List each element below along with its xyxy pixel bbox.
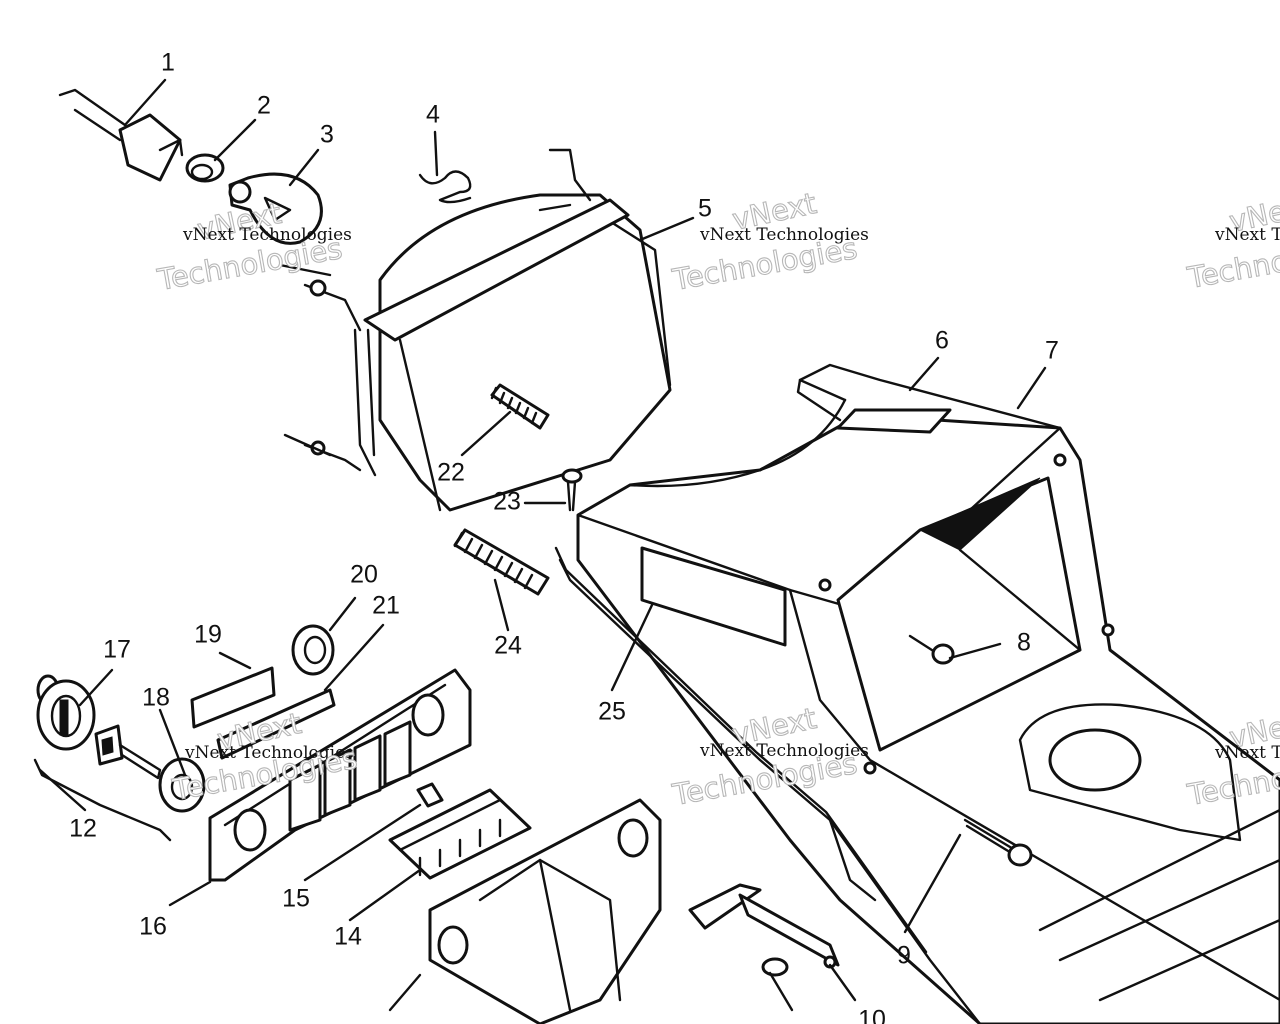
callout-20: 20 <box>350 561 378 589</box>
callout-18: 18 <box>142 684 170 712</box>
spring-upper <box>490 383 550 430</box>
callout-19: 19 <box>194 621 222 649</box>
watermark-company: vNext Technologies <box>182 225 352 245</box>
watermark-company: vNext Technologies <box>1214 225 1280 245</box>
callout-9: 9 <box>897 942 911 970</box>
watermark-6: vNext vNext Technologies Technologies <box>1184 703 1280 812</box>
callout-16: 16 <box>139 913 167 941</box>
callout-25: 25 <box>598 698 626 726</box>
callout-17: 17 <box>103 636 131 664</box>
relay-14 <box>388 788 532 880</box>
callout-14: 14 <box>334 923 362 951</box>
callout-12: 12 <box>69 815 97 843</box>
label-plate-19 <box>190 666 276 729</box>
callout-10: 10 <box>858 1006 886 1024</box>
wire-connector <box>58 88 184 182</box>
pin-15 <box>416 782 444 808</box>
screw-lower <box>761 957 794 1012</box>
callout-15: 15 <box>282 885 310 913</box>
retaining-ring <box>185 153 225 183</box>
callout-7: 7 <box>1045 337 1059 365</box>
screw-8 <box>908 634 955 665</box>
watermark-company: vNext Technologies <box>699 741 869 761</box>
watermark-company: vNext Technologies <box>184 743 354 763</box>
screw-23 <box>561 468 583 512</box>
callout-8: 8 <box>1017 629 1031 657</box>
gauge-opening <box>1048 728 1142 792</box>
watermark-company: vNext Technologies <box>699 225 869 245</box>
decal <box>836 408 952 434</box>
watermark-3: vNext vNext Technologies Technologies <box>1184 187 1280 295</box>
bezel-21 <box>216 688 336 760</box>
callout-3: 3 <box>320 121 334 149</box>
console-window <box>818 453 1115 775</box>
ignition-switch <box>36 674 96 751</box>
leader-lines <box>38 78 1047 1012</box>
callout-24: 24 <box>494 632 522 660</box>
switch-nut <box>158 757 206 813</box>
switch-10 <box>688 883 840 969</box>
callout-21: 21 <box>372 592 400 620</box>
console-label <box>640 546 787 647</box>
callout-23: 23 <box>493 488 521 516</box>
spring-clip <box>418 170 472 204</box>
switch-panel <box>208 668 472 882</box>
ignition-key <box>94 724 162 780</box>
callouts: 1 2 3 4 5 6 7 8 9 10 12 14 15 16 17 18 1… <box>69 49 1059 1024</box>
mount-bracket <box>428 798 662 1024</box>
spring-lower <box>453 528 550 596</box>
callout-6: 6 <box>935 327 949 355</box>
watermark-company: vNext Technologies <box>1214 743 1280 763</box>
callout-4: 4 <box>426 101 440 129</box>
callout-1: 1 <box>161 49 175 77</box>
screw-9 <box>963 818 1033 867</box>
nut-20 <box>291 624 335 676</box>
callout-22: 22 <box>437 459 465 487</box>
watermark-1: vNext vNext Technologies Technologies <box>154 195 352 297</box>
headlight-bulb <box>228 172 323 245</box>
callout-5: 5 <box>698 195 712 223</box>
callout-2: 2 <box>257 92 271 120</box>
headlight-assembly <box>278 148 672 512</box>
